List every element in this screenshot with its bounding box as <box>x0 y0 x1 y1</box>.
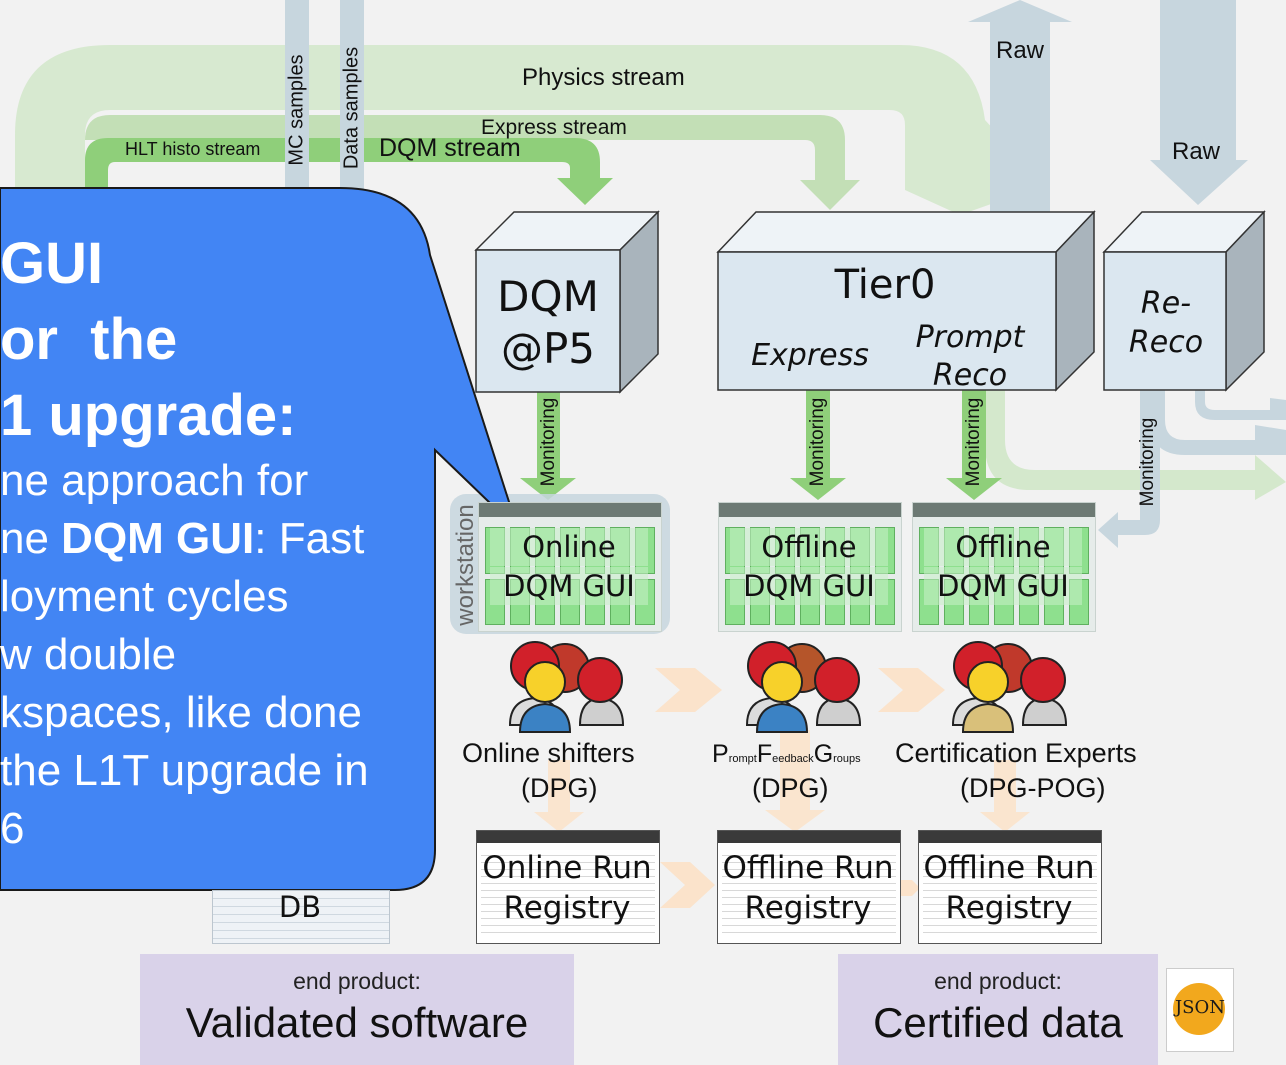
offline-run-registry-1-line1: Offline Run <box>722 850 894 886</box>
callout-line5: ne DQM GUI: Fast <box>0 514 364 564</box>
cert-experts-group: (DPG-POG) <box>960 773 1106 803</box>
raw-right-label: Raw <box>1172 138 1221 165</box>
hlt-histo-stream-label: HLT histo stream <box>125 139 261 159</box>
rereco-monitoring-arrow <box>1098 390 1160 548</box>
dqm-p5-cube <box>474 210 660 394</box>
physics-stream-label: Physics stream <box>522 64 685 91</box>
cert-experts-label: Certification Experts <box>895 738 1137 768</box>
offline-run-registry-2-line2: Registry <box>945 890 1073 926</box>
validated-software-box: end product: Validated software <box>140 954 574 1065</box>
monitoring-arrow-dqm <box>520 390 576 500</box>
raw-arrow-up <box>968 0 1072 230</box>
tier0-cube <box>716 210 1096 392</box>
offline-dqm-gui-2-line2: DQM GUI <box>924 567 1082 605</box>
db-screen <box>212 890 390 944</box>
certified-data-value: Certified data <box>873 999 1123 1046</box>
monitoring-label-prompt: Monitoring <box>963 397 984 487</box>
monitoring-arrow-prompt <box>946 390 1002 500</box>
pfg-P: P <box>712 740 729 768</box>
mc-samples-bar <box>285 0 309 190</box>
callout-line5-post: : Fast <box>254 514 365 563</box>
callout-line7: w double <box>0 630 177 679</box>
flow-chevron-2 <box>878 668 945 712</box>
pfg-G: G <box>813 740 834 768</box>
team-arrow-pfg <box>765 730 825 832</box>
pfg-eedback: eedback <box>772 753 814 765</box>
callout-line3: 1 upgrade: <box>0 383 297 448</box>
tier0-title: Tier0 <box>834 262 936 308</box>
callout-line5-bold: DQM GUI <box>61 514 255 563</box>
callout-line1: GUI <box>0 231 104 296</box>
workstation-label: workstation <box>452 504 479 626</box>
pfg-label: PromptFeedbackGroups <box>712 740 861 769</box>
callout-line2: or the <box>0 307 178 372</box>
data-samples-label: Data samples <box>340 46 363 170</box>
callout-line10: 6 <box>0 804 25 853</box>
rereco-line2: Reco <box>1128 325 1204 360</box>
tier0-output-arrow <box>985 390 1286 500</box>
team-arrow-online <box>534 760 584 832</box>
json-logo-icon: JSON <box>1166 968 1234 1052</box>
online-dqm-gui-line1: Online <box>490 528 648 566</box>
flow-chevron-3 <box>660 862 715 908</box>
json-badge-text: JSON <box>1174 997 1226 1018</box>
team-arrow-cert <box>980 760 1030 832</box>
online-run-registry-line1: Online Run <box>482 850 652 886</box>
dqm-stream-band <box>85 138 613 330</box>
callout-line6: loyment cycles <box>0 572 289 621</box>
online-run-registry-line2: Registry <box>503 890 631 926</box>
callout-line4: ne approach for <box>0 456 309 505</box>
monitoring-label-dqm: Monitoring <box>538 397 559 487</box>
data-samples-bar <box>340 0 364 190</box>
offline-dqm-gui-1-line1: Offline <box>730 528 888 566</box>
pfg-rompt: rompt <box>728 753 757 765</box>
dqm-stream-label: DQM stream <box>379 134 521 162</box>
dqm-p5-line1: DQM <box>497 272 599 321</box>
dqm-p5-line2: @P5 <box>500 324 596 373</box>
raw-top-label: Raw <box>996 37 1045 64</box>
offline-run-registry-screen-1 <box>717 830 901 944</box>
tier0-prompt-line1: Prompt <box>915 320 1025 355</box>
certified-data-box: end product: Certified data <box>838 954 1158 1065</box>
monitoring-label-express: Monitoring <box>807 397 828 487</box>
rereco-line1: Re- <box>1140 286 1192 321</box>
online-shifters-group: (DPG) <box>521 773 598 803</box>
pfg-F: F <box>756 740 773 768</box>
offline-dqm-gui-1-line2: DQM GUI <box>730 567 888 605</box>
db-label: DB <box>278 890 322 924</box>
rereco-output-arrow <box>1150 390 1286 455</box>
online-shifters-label: Online shifters <box>462 738 635 768</box>
raw-arrow-down <box>1150 0 1248 205</box>
mc-samples-label: MC samples <box>285 54 308 166</box>
tier0-prompt-line2: Reco <box>932 358 1008 393</box>
callout-line8: kspaces, like done <box>0 688 362 737</box>
offline-run-registry-screen-2 <box>918 830 1102 944</box>
pfg-roups: roups <box>833 753 861 765</box>
flow-chevron-1 <box>655 668 722 712</box>
callout-line5-pre: ne <box>0 514 62 563</box>
certified-data-caption: end product: <box>934 968 1062 994</box>
pfg-group: (DPG) <box>752 773 829 803</box>
monitoring-label-rereco: Monitoring <box>1137 417 1158 507</box>
tier0-express: Express <box>751 338 869 373</box>
monitoring-arrow-express <box>790 390 846 500</box>
rereco-loop-arrow <box>1195 390 1286 420</box>
callout-line9: the L1T upgrade in <box>0 746 369 795</box>
flow-chevron-4 <box>898 880 920 896</box>
offline-run-registry-2-line1: Offline Run <box>923 850 1095 886</box>
online-dqm-gui-line2: DQM GUI <box>490 567 648 605</box>
online-run-registry-screen <box>476 830 660 944</box>
validated-software-caption: end product: <box>293 968 421 994</box>
offline-run-registry-1-line2: Registry <box>744 890 872 926</box>
offline-dqm-gui-2-line1: Offline <box>924 528 1082 566</box>
rereco-cube <box>1102 210 1266 392</box>
callout-bubble <box>0 187 519 891</box>
validated-software-value: Validated software <box>185 999 529 1046</box>
physics-stream-band-fill <box>15 45 1045 330</box>
express-stream-label: Express stream <box>481 116 627 139</box>
